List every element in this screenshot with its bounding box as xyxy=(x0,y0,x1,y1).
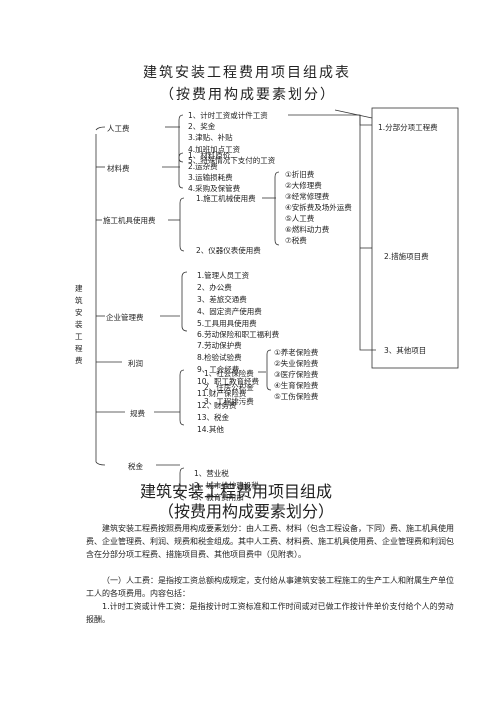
enterprise-item: 14.其他 xyxy=(197,425,224,434)
root-label: 建筑安装工程费 xyxy=(75,284,83,365)
enterprise-item: 12、财务费 xyxy=(197,401,237,410)
enterprise-item: 8.检验试验费 xyxy=(197,353,242,362)
section-heading: 建筑安装工程费用项目组成 xyxy=(140,482,333,501)
machine-sub-item: ⑦税费 xyxy=(285,236,307,245)
table-subtitle: （按费用构成要素划分） xyxy=(160,87,336,103)
paragraph: 建筑安装工程费按照费用构成要素划分：由人工费、材料（包含工程设备，下同）费、施工… xyxy=(86,524,454,559)
insurance-item: ③医疗保险费 xyxy=(274,370,319,379)
right-item: 1.分部分项工程费 xyxy=(378,123,438,132)
enterprise-item: 7.劳动保护费 xyxy=(197,341,242,350)
enterprise-item: 3、差旅交通费 xyxy=(197,295,247,304)
paragraph: （一）人工费：是指按工资总额构成规定，支付给从事建筑安装工程施工的生产工人和附属… xyxy=(86,576,454,598)
enterprise-item: 4、固定资产使用费 xyxy=(197,307,262,316)
category-labor: 人工费 xyxy=(107,124,130,133)
right-item: 2.措施项目费 xyxy=(384,252,429,261)
enterprise-item: 13、税金 xyxy=(197,413,230,422)
labor-item: 4.加班加点工资 xyxy=(188,145,241,154)
right-item: 3、其他项目 xyxy=(384,346,427,355)
labor-item: 1、计时工资或计件工资 xyxy=(188,111,268,120)
enterprise-item: 9、工会经费 xyxy=(197,365,240,374)
enterprise-item: 2、办公费 xyxy=(197,283,232,292)
paragraph: 1.计时工资或计件工资：是指按计时工资标准和工作时间或对已做工作按计件单价支付给… xyxy=(86,602,454,624)
category-tax: 税金 xyxy=(128,462,143,471)
enterprise-item: 5.工具用具使用费 xyxy=(197,319,257,328)
category-machine: 施工机具使用费 xyxy=(103,216,156,225)
enterprise-item: 10、职工教育经费 xyxy=(197,377,260,386)
category-fees: 规费 xyxy=(130,409,145,418)
material-item: 4.采购及保管费 xyxy=(188,184,241,193)
enterprise-item: 1.管理人员工资 xyxy=(197,271,250,280)
category-profit: 利润 xyxy=(128,359,143,368)
machine-sub-item: ①折旧费 xyxy=(285,170,315,179)
material-item: 3.运输损耗费 xyxy=(188,173,233,182)
fees-item: 3、工程排污费 xyxy=(204,397,254,406)
tax-item: 2、城市维护建设税 xyxy=(194,481,259,490)
insurance-item: ⑤工伤保险费 xyxy=(274,392,319,401)
material-item: 1、材料原价 xyxy=(188,151,231,160)
section-subheading: （按费用构成要素划分） xyxy=(158,502,335,521)
insurance-item: ④生育保险费 xyxy=(274,381,319,390)
machine-sub-item: ⑥燃料动力费 xyxy=(285,225,330,234)
machine-sub-item: ⑤人工费 xyxy=(285,214,315,223)
enterprise-item: 6.劳动保险和职工福利费 xyxy=(197,330,280,339)
enterprise-item: 11.财产保险费 xyxy=(197,389,247,398)
machine-sub-item: ④安拆费及场外运费 xyxy=(285,203,352,212)
insurance-item: ①养老保险费 xyxy=(274,348,319,357)
tax-item: 3、教育费附加 xyxy=(194,493,244,502)
table-title: 建筑安装工程费用项目组成表 xyxy=(143,65,351,81)
machine-sub-item: ②大修理费 xyxy=(285,181,322,190)
fees-item: 1、社会保险费 xyxy=(204,369,254,378)
material-item: 2.运杂费 xyxy=(188,162,218,171)
tax-item: 1、营业税 xyxy=(194,469,229,478)
labor-item: 2、奖金 xyxy=(188,122,216,131)
category-enterprise: 企业管理费 xyxy=(106,313,144,322)
labor-item: 3.津贴、补贴 xyxy=(188,133,233,142)
machine-item: 2、仪器仪表使用费 xyxy=(196,246,261,255)
machine-item: 1.施工机械使用费 xyxy=(196,194,256,203)
fees-item: 2、住房公积金 xyxy=(204,383,254,392)
machine-sub-item: ③经常修理费 xyxy=(285,192,330,201)
insurance-item: ②失业保险费 xyxy=(274,359,319,368)
labor-item: 5、特殊情况下支付的工资 xyxy=(188,156,276,165)
category-material: 材料费 xyxy=(107,164,130,173)
